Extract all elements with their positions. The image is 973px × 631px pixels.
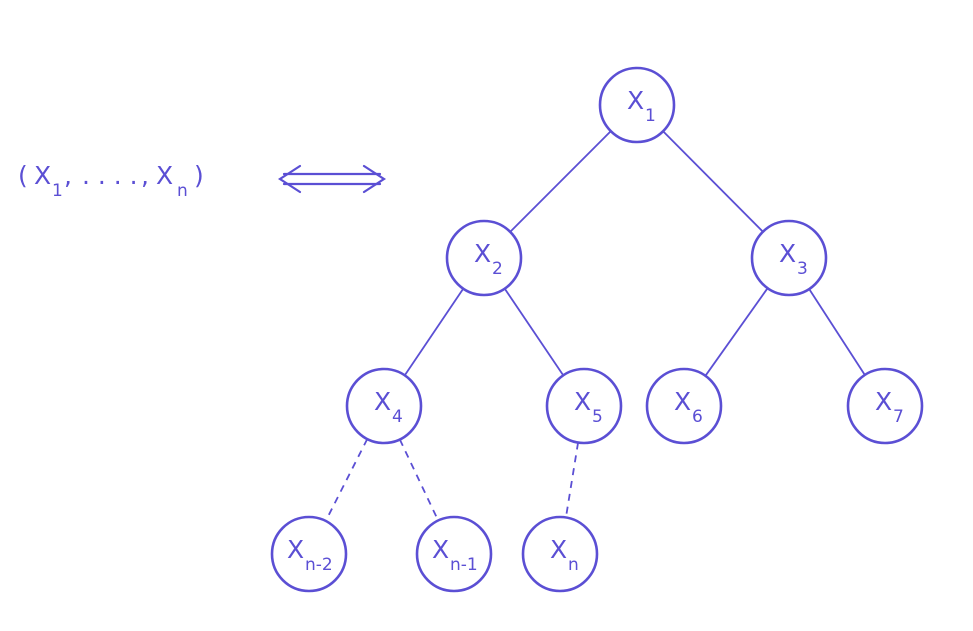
- node-circle: [445, 219, 523, 297]
- tree-node-x6: X6: [645, 367, 723, 445]
- node-subscript: 7: [893, 407, 904, 427]
- edge-x3-x6: [704, 287, 769, 377]
- tree-node-x1: X1: [598, 66, 676, 144]
- node-label: X: [287, 535, 304, 564]
- node-circle: [521, 515, 599, 593]
- edge-x2-x4: [403, 288, 465, 376]
- edge-x3-x7: [808, 288, 866, 376]
- node-circle: [645, 367, 723, 445]
- node-label: X: [474, 239, 491, 268]
- tuple-ellipsis: . . . .: [82, 161, 138, 190]
- double-headed-arrow-icon: [277, 164, 387, 194]
- tree-node-x4: X4: [345, 367, 423, 445]
- node-label: X: [674, 387, 691, 416]
- tuple-notation: ( X 1 , . . . . , X n ): [18, 161, 204, 201]
- node-subscript: n-1: [450, 555, 478, 575]
- node-subscript: 3: [797, 259, 808, 279]
- edge-x1-x3: [662, 130, 764, 233]
- edge-x1-x2: [509, 130, 612, 233]
- node-label: X: [875, 387, 892, 416]
- node-label: X: [550, 535, 567, 564]
- tree-node-x5: X5: [545, 367, 623, 445]
- node-subscript: n-2: [305, 555, 333, 575]
- node-subscript: 4: [392, 407, 403, 427]
- node-label: X: [374, 387, 391, 416]
- tuple-xn-letter: X: [156, 161, 173, 190]
- tree-node-x3: X3: [750, 219, 828, 297]
- tree-node-x7: X7: [846, 367, 924, 445]
- node-subscript: 1: [645, 106, 656, 126]
- tuple-open-paren: (: [18, 161, 28, 190]
- node-subscript: 5: [592, 407, 603, 427]
- node-circle: [750, 219, 828, 297]
- tree-node-xn-1: Xn-1: [415, 515, 493, 593]
- tuple-x1-subscript: 1: [52, 181, 63, 201]
- node-label: X: [432, 535, 449, 564]
- tree-node-xn-2: Xn-2: [270, 515, 348, 593]
- node-label: X: [574, 387, 591, 416]
- tree-node-xn: Xn: [521, 515, 599, 593]
- node-circle: [545, 367, 623, 445]
- tuple-xn-subscript: n: [177, 181, 188, 201]
- tuple-separator-1: ,: [64, 161, 72, 190]
- tuple-separator-2: ,: [141, 161, 149, 190]
- node-subscript: 2: [492, 259, 503, 279]
- edge-x4-xn-2: [324, 438, 369, 522]
- tuple-x1-letter: X: [34, 161, 51, 190]
- tree-edges: [324, 130, 866, 522]
- node-label: X: [779, 239, 796, 268]
- node-circle: [345, 367, 423, 445]
- tree-node-x2: X2: [445, 219, 523, 297]
- edge-x5-xn: [565, 442, 579, 518]
- node-subscript: n: [568, 555, 579, 575]
- node-label: X: [627, 86, 644, 115]
- node-subscript: 6: [692, 407, 703, 427]
- tuple-close-paren: ): [194, 161, 204, 190]
- node-circle: [415, 515, 493, 593]
- node-circle: [598, 66, 676, 144]
- node-circle: [270, 515, 348, 593]
- node-circle: [846, 367, 924, 445]
- edge-x2-x5: [503, 288, 565, 376]
- edge-x4-xn-1: [399, 439, 439, 521]
